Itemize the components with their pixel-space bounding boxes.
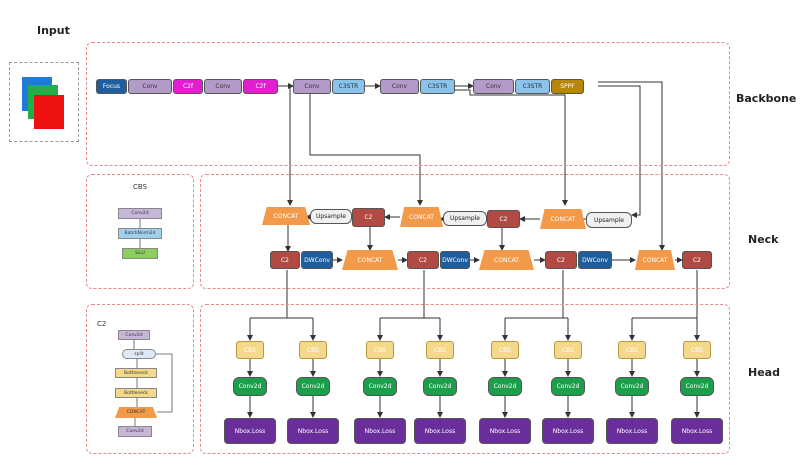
cbs-block-2: CBS	[299, 341, 327, 359]
c2f-block-1: C2f	[173, 79, 203, 94]
c3str-block-1: C3STR	[332, 79, 365, 94]
loss-block-6: Nbox.Loss	[542, 418, 594, 444]
cbs-block-5: CBS	[491, 341, 519, 359]
focus-block: Focus	[96, 79, 127, 94]
c2-legend-conv2d-top: Conv2d	[118, 330, 150, 340]
conv-block-3: Conv	[293, 79, 331, 94]
c2-legend-title: C2	[97, 320, 107, 328]
red-channel	[34, 95, 64, 129]
c2-legend-bottleneck-2: Bottleneck	[115, 388, 157, 398]
conv2d-block-3: Conv2d	[363, 377, 397, 396]
loss-block-2: Nbox.Loss	[287, 418, 339, 444]
loss-block-7: Nbox.Loss	[606, 418, 658, 444]
head-label: Head	[748, 366, 780, 379]
c2-block-4: C2	[407, 251, 439, 269]
input-image	[9, 62, 79, 142]
conv-block-5: Conv	[473, 79, 514, 94]
backbone-label: Backbone	[736, 92, 797, 105]
backbone-region	[86, 42, 730, 166]
cbs-block-7: CBS	[618, 341, 646, 359]
conv2d-block-8: Conv2d	[680, 377, 714, 396]
dwconv-block-3: DWConv	[578, 251, 612, 269]
c2-block-1: C2	[352, 208, 385, 227]
c2-legend-conv2d-bottom: Conv2d	[118, 426, 152, 437]
c2-legend-bottleneck-1: Bottleneck	[115, 368, 157, 378]
loss-block-8: Nbox.Loss	[671, 418, 723, 444]
neck-region	[200, 174, 730, 289]
cbs-block-1: CBS	[236, 341, 264, 359]
c3str-block-3: C3STR	[515, 79, 550, 94]
concat-block-1: CONCAT	[262, 207, 310, 225]
concat-block-5: CONCAT	[479, 250, 534, 270]
c2-block-3: C2	[270, 251, 300, 269]
neck-label: Neck	[748, 233, 779, 246]
loss-block-4: Nbox.Loss	[414, 418, 466, 444]
cbs-legend-title: CBS	[133, 183, 148, 191]
c3str-block-2: C3STR	[420, 79, 455, 94]
head-region	[200, 304, 730, 454]
concat-block-4: CONCAT	[342, 250, 398, 270]
cbs-block-8: CBS	[683, 341, 711, 359]
cbs-legend-region	[86, 174, 194, 289]
c2-block-5: C2	[545, 251, 577, 269]
conv2d-block-1: Conv2d	[233, 377, 267, 396]
cbs-legend-silu: SiLU	[122, 248, 158, 259]
cbs-block-6: CBS	[554, 341, 582, 359]
c2-legend-region	[86, 304, 194, 454]
conv-block-2: Conv	[204, 79, 242, 94]
cbs-block-3: CBS	[366, 341, 394, 359]
cbs-legend-conv2d: Conv2d	[118, 208, 162, 219]
sppf-block: SPPF	[551, 79, 584, 94]
c2f-block-2: C2f	[243, 79, 278, 94]
conv2d-block-7: Conv2d	[615, 377, 649, 396]
input-label: Input	[37, 24, 70, 37]
conv2d-block-2: Conv2d	[296, 377, 330, 396]
upsample-block-1: Upsample	[310, 209, 352, 224]
concat-block-6: CONCAT	[635, 250, 675, 270]
conv-block-4: Conv	[380, 79, 419, 94]
conv2d-block-5: Conv2d	[488, 377, 522, 396]
c2-block-6: C2	[682, 251, 712, 269]
conv2d-block-4: Conv2d	[423, 377, 457, 396]
dwconv-block-1: DWConv	[301, 251, 333, 269]
cbs-legend-batchnorm: BatchNorm2d	[118, 228, 162, 239]
loss-block-1: Nbox.Loss	[224, 418, 276, 444]
upsample-block-2: Upsample	[443, 211, 487, 226]
cbs-block-4: CBS	[426, 341, 454, 359]
concat-block-2: CONCAT	[400, 207, 443, 227]
dwconv-block-2: DWConv	[440, 251, 470, 269]
c2-legend-concat: CONCAT	[115, 407, 157, 418]
conv2d-block-6: Conv2d	[551, 377, 585, 396]
loss-block-5: Nbox.Loss	[479, 418, 531, 444]
c2-legend-split: split	[122, 349, 156, 359]
loss-block-3: Nbox.Loss	[354, 418, 406, 444]
conv-block-1: Conv	[128, 79, 172, 94]
upsample-block-3: Upsample	[586, 212, 632, 228]
c2-block-2: C2	[487, 210, 520, 228]
concat-block-3: CONCAT	[540, 209, 586, 229]
